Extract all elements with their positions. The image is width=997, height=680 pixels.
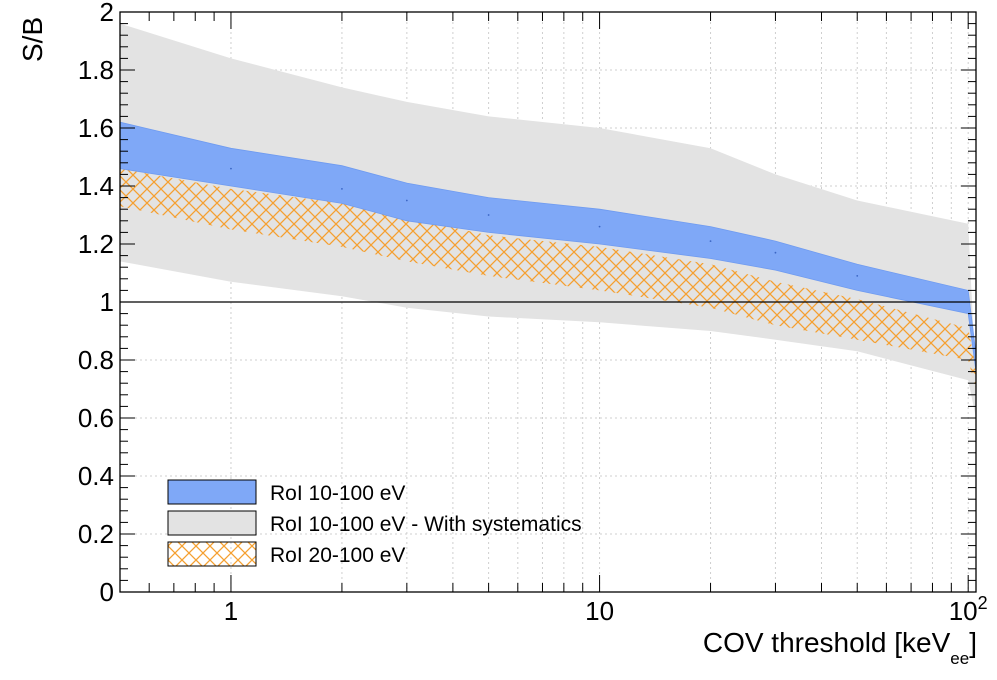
legend-swatch: [167, 541, 257, 567]
x-axis-title: COV threshold [keVee]: [703, 627, 977, 668]
x-tick-label: 10: [585, 596, 614, 626]
x-tick-label-base: 1: [224, 596, 238, 626]
y-tick-label: 1.2: [78, 229, 114, 259]
x-axis-title-main: COV threshold [keV: [703, 627, 951, 658]
band-roi-20-100-ev: [120, 168, 976, 389]
y-tick-label: 1.6: [78, 113, 114, 143]
axis-ticks: [119, 11, 976, 593]
y-tick-label: 0.4: [78, 461, 114, 491]
legend-label: RoI 10-100 eV - With systematics: [270, 513, 582, 536]
x-tick-label: 102: [949, 593, 988, 626]
x-axis-title-close: ]: [969, 627, 977, 658]
y-tick-label: 1: [100, 287, 114, 317]
x-tick-label-base: 10: [949, 596, 978, 626]
y-tick-labels: 0 0.2 0.4 0.6 0.8 1 1.2 1.4 1.6 1.8 2: [78, 0, 114, 607]
center-point: [405, 199, 408, 202]
y-tick-label: 0.6: [78, 403, 114, 433]
x-axis-title-subscript: ee: [950, 649, 969, 668]
y-tick-label: 1.8: [78, 55, 114, 85]
center-point: [341, 188, 343, 190]
legend: RoI 10-100 eV RoI 10-100 eV - With system…: [167, 479, 582, 567]
center-point: [598, 225, 601, 228]
legend-swatch: [167, 479, 257, 505]
legend-swatch: [167, 510, 257, 536]
center-point: [487, 214, 490, 216]
y-axis-title: S/B: [17, 17, 48, 62]
center-point: [230, 167, 232, 170]
band-roi-10-100-ev: [120, 122, 976, 372]
legend-label: RoI 10-100 eV: [270, 482, 405, 505]
legend-label: RoI 20-100 eV: [270, 544, 405, 567]
center-point: [856, 275, 859, 277]
y-tick-label: 2: [100, 0, 114, 27]
y-tick-label: 0.8: [78, 345, 114, 375]
x-tick-label-exponent: 2: [978, 593, 988, 613]
y-tick-label: 1.4: [78, 171, 114, 201]
center-point: [774, 251, 777, 254]
y-tick-label: 0.2: [78, 519, 114, 549]
x-tick-label-base: 10: [585, 596, 614, 626]
center-point: [709, 240, 712, 243]
x-tick-label: 1: [224, 596, 238, 626]
y-tick-label: 0: [100, 577, 114, 607]
